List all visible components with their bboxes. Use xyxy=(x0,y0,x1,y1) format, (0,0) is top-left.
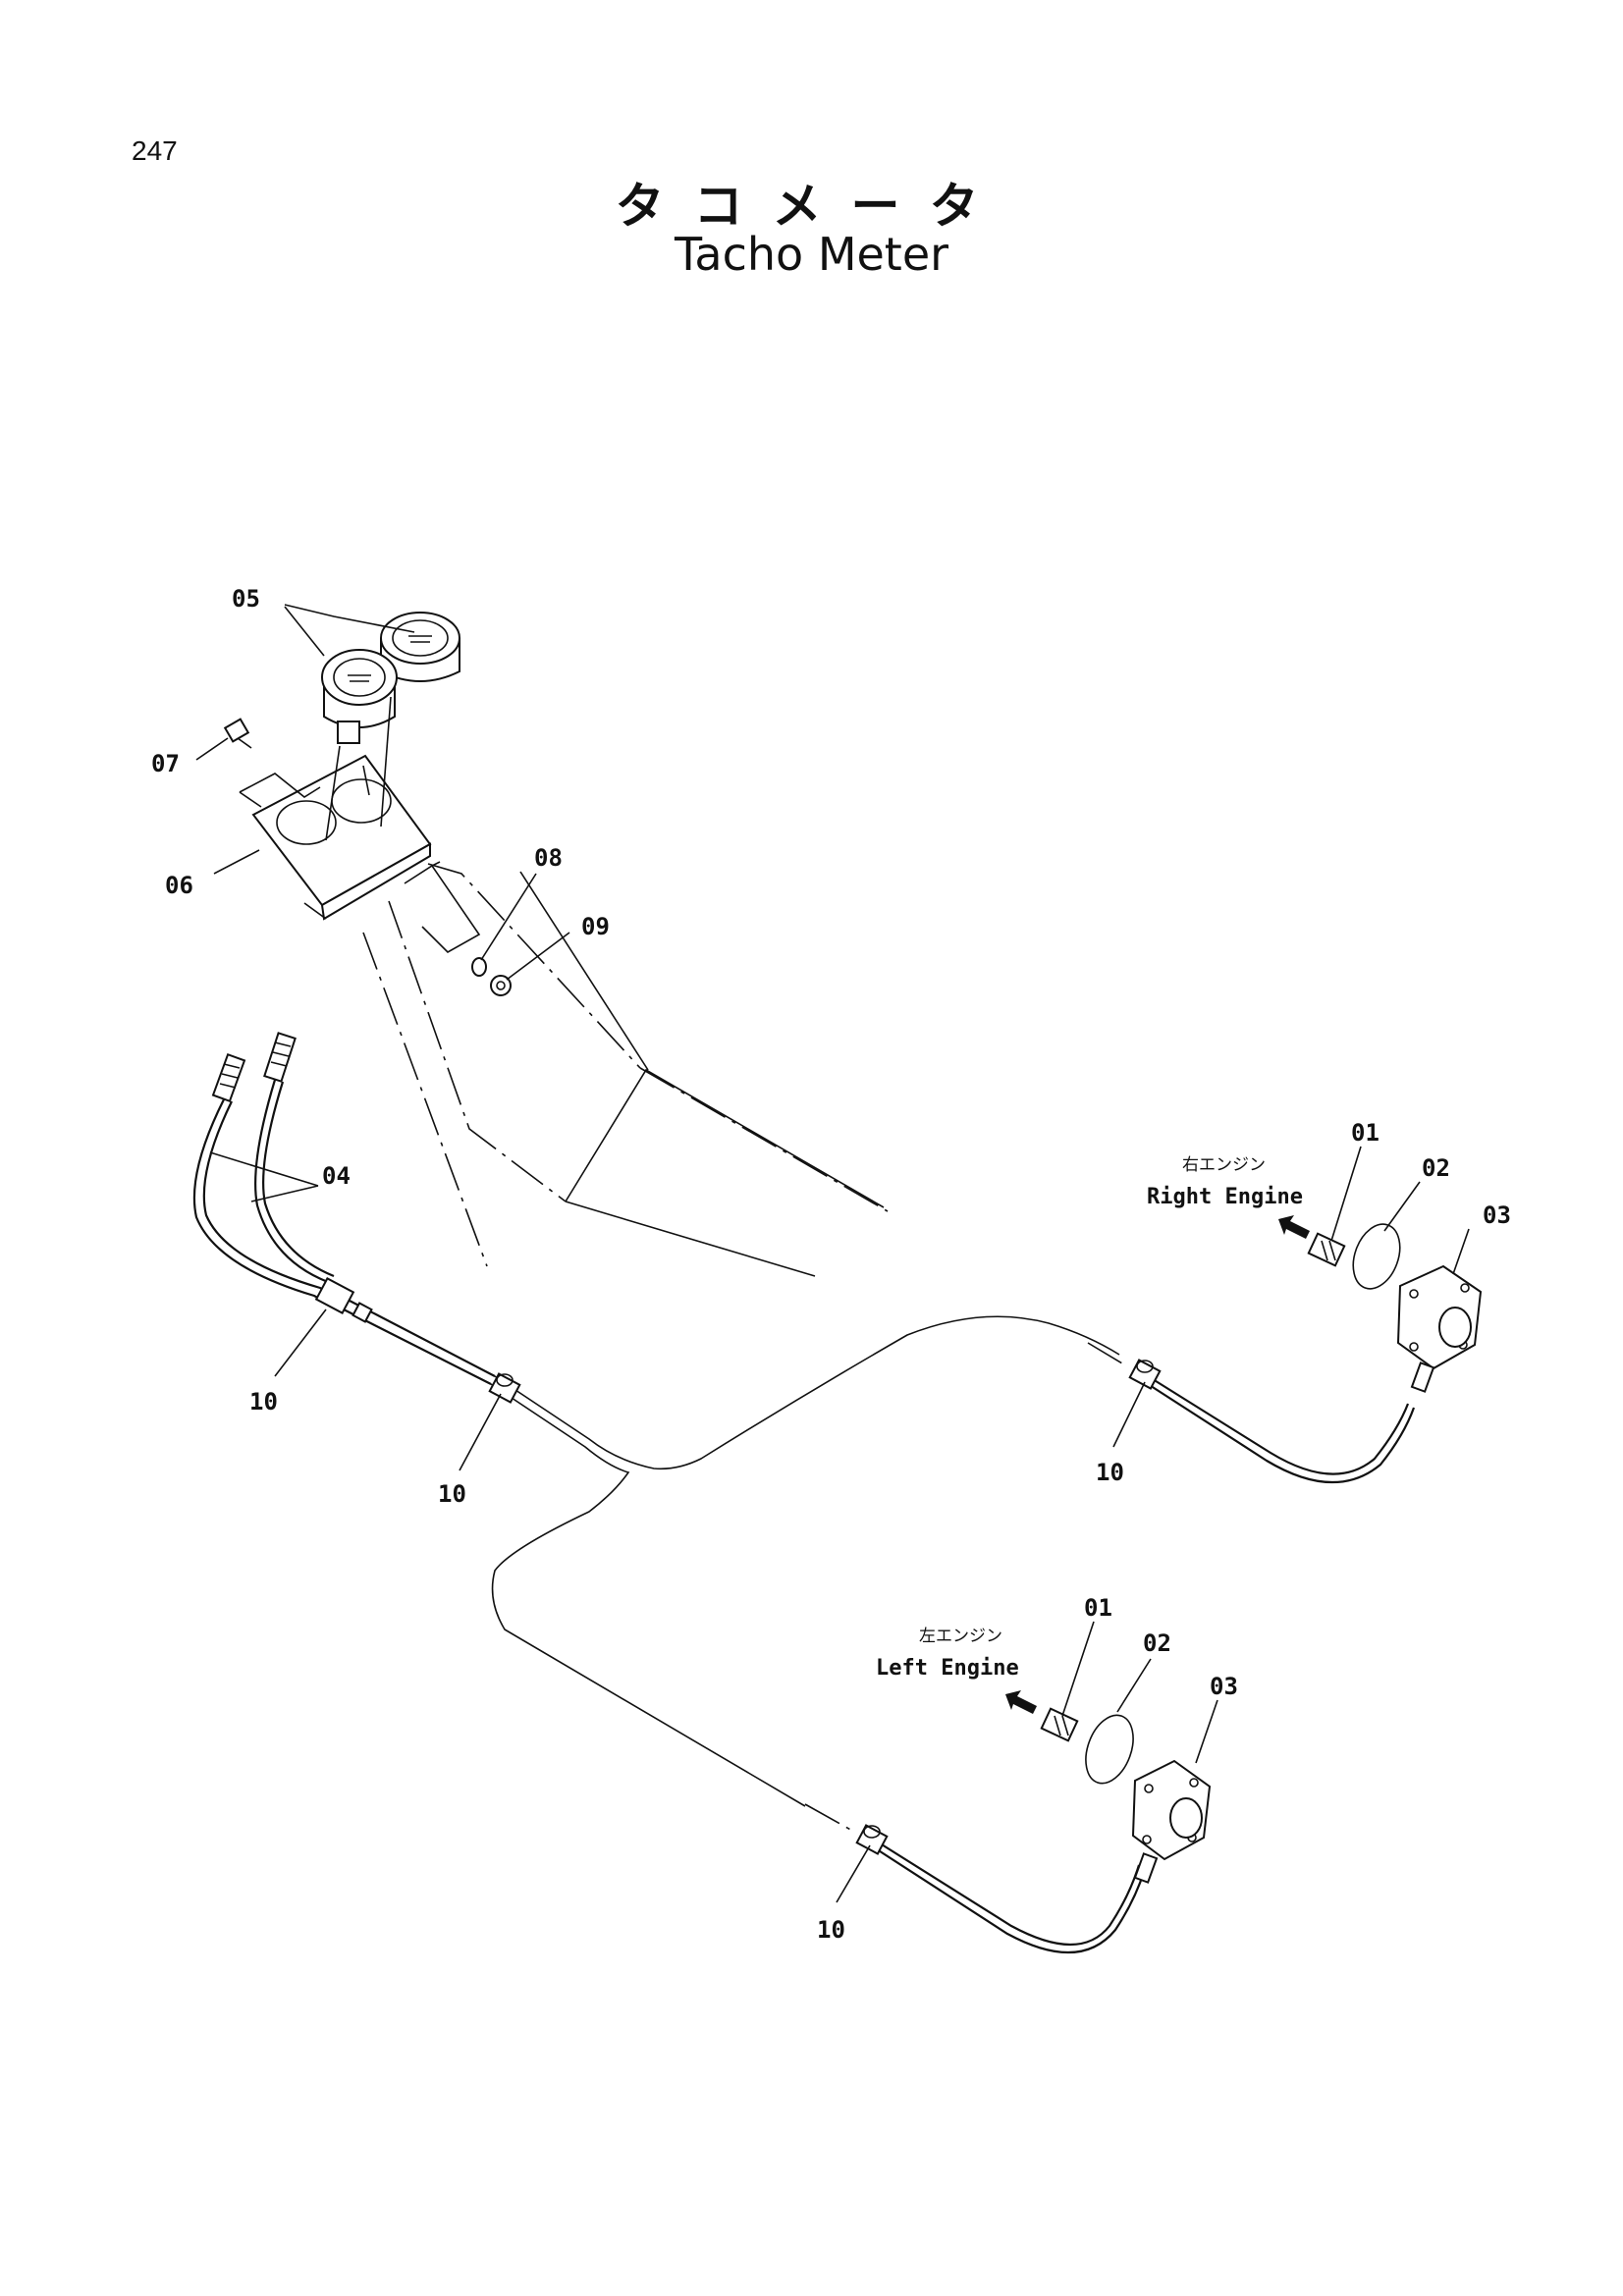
right-engine-label-en: Right Engine xyxy=(1147,1185,1303,1209)
callout-10-b: 10 xyxy=(438,1480,466,1508)
callout-10-d: 10 xyxy=(817,1916,845,1944)
title-english: Tacho Meter xyxy=(674,228,949,281)
washer xyxy=(471,957,487,977)
clamp-4 xyxy=(855,1824,889,1855)
right-engine-label-jp: 右エンジン xyxy=(1182,1155,1266,1175)
right-engine-arrow xyxy=(1278,1215,1310,1239)
callout-02-right: 02 xyxy=(1422,1154,1450,1182)
left-oring-02 xyxy=(1085,1714,1134,1785)
right-gear-01 xyxy=(1307,1232,1346,1267)
callout-05: 05 xyxy=(232,585,260,613)
clamp-2 xyxy=(488,1372,521,1404)
gauge-rear xyxy=(380,612,460,682)
callout-03-right: 03 xyxy=(1483,1201,1511,1229)
cable-fitting-right xyxy=(263,1032,297,1083)
nut xyxy=(490,975,512,996)
callout-01-left: 01 xyxy=(1084,1594,1112,1622)
right-oring-02 xyxy=(1352,1223,1401,1290)
title-japanese: タコメータ xyxy=(615,178,1008,235)
callout-10-a: 10 xyxy=(249,1388,278,1415)
cable-fitting-left xyxy=(211,1052,246,1103)
callout-10-c: 10 xyxy=(1096,1459,1124,1486)
bolt xyxy=(223,718,252,749)
callout-04: 04 xyxy=(322,1162,351,1190)
callout-08: 08 xyxy=(534,844,563,872)
callout-09: 09 xyxy=(581,913,610,940)
left-gear-01 xyxy=(1040,1707,1079,1742)
clamp-1 xyxy=(314,1277,373,1323)
callout-07: 07 xyxy=(151,750,180,777)
clamp-3 xyxy=(1128,1359,1162,1390)
callout-06: 06 xyxy=(165,872,193,899)
left-engine-label-jp: 左エンジン xyxy=(919,1627,1002,1646)
left-engine-label-en: Left Engine xyxy=(876,1656,1019,1681)
gauge-front xyxy=(321,649,398,744)
bracket-plate xyxy=(251,754,432,921)
left-housing-03 xyxy=(1131,1759,1212,1884)
callout-02-left: 02 xyxy=(1143,1629,1171,1657)
right-housing-03 xyxy=(1396,1264,1483,1393)
page-number: 247 xyxy=(132,135,178,166)
left-engine-arrow xyxy=(1005,1690,1037,1714)
callout-01-right: 01 xyxy=(1351,1119,1380,1147)
callout-03-left: 03 xyxy=(1210,1673,1238,1700)
